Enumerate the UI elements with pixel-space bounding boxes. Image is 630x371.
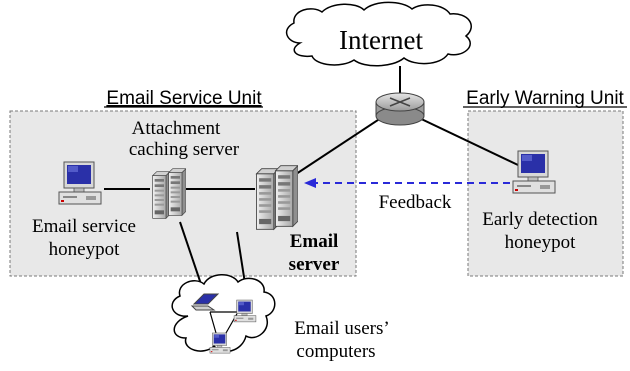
network-links — [104, 66, 519, 291]
email-service-honeypot-label-2: honeypot — [49, 239, 120, 260]
early-warning-unit-title: Early Warning Unit — [466, 88, 624, 109]
attachment-caching-label-1: Attachment — [132, 118, 221, 139]
email-users-label-2: computers — [296, 341, 375, 362]
feedback-label: Feedback — [379, 192, 452, 213]
link-router-early-detection — [414, 115, 519, 166]
internet-cloud-icon — [285, 1, 472, 67]
email-server-label-1: Email — [290, 231, 339, 252]
email-users-cloud-icon — [171, 274, 276, 353]
email-service-honeypot-label-1: Email service — [32, 216, 136, 237]
email-server-icon — [255, 165, 298, 230]
router-icon — [375, 92, 425, 126]
link-caching-users — [179, 221, 204, 291]
early-detection-honeypot-label-1: Early detection — [482, 209, 598, 230]
attachment-caching-label-2: caching server — [129, 139, 240, 160]
caching-server-icon — [152, 168, 186, 219]
email-service-unit-title: Email Service Unit — [106, 88, 262, 109]
laptop-icon — [190, 293, 220, 311]
internet-label: Internet — [339, 25, 423, 55]
email-server-label-2: server — [289, 254, 340, 275]
link-router-email-server — [289, 115, 385, 179]
early-detection-honeypot-label-2: honeypot — [505, 232, 576, 253]
email-users-label-1: Email users’ — [294, 318, 390, 339]
